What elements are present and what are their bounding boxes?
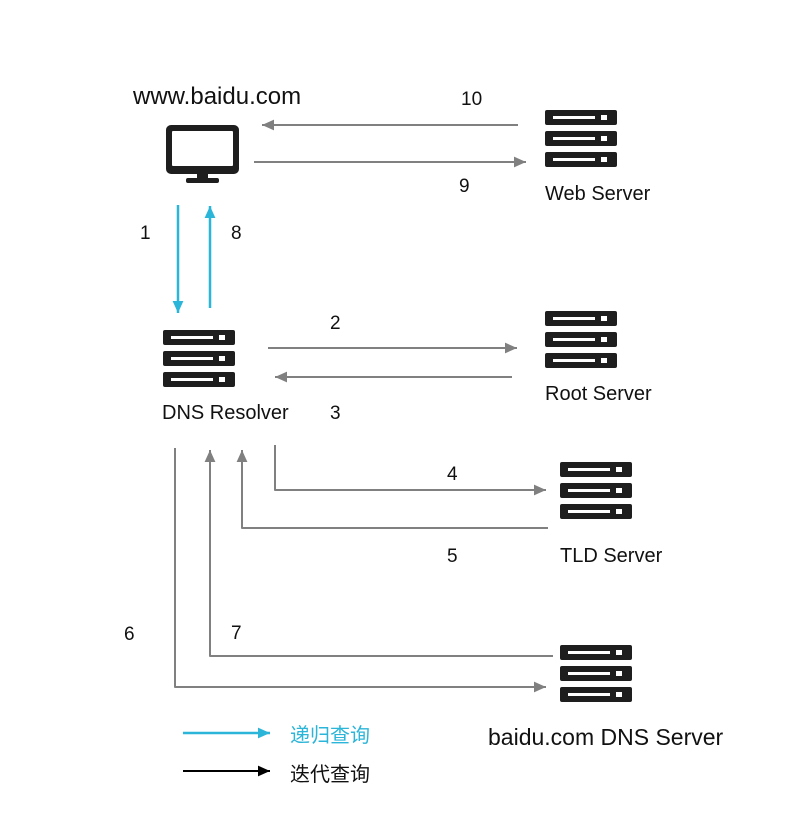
step-5-arrow [236,450,548,529]
step-7-arrow [204,450,553,657]
legend-iterative-label: 迭代查询 [290,763,370,786]
step-3-label: 3 [330,403,341,424]
tld-server-node: TLD Server [560,462,663,567]
step-4-arrow [274,445,546,496]
server-icon [163,330,235,387]
dns-resolver-node: DNS Resolver [162,330,289,424]
server-icon [545,311,617,368]
step-8-label: 8 [231,223,242,244]
web-server-label: Web Server [545,183,651,205]
legend-item-iterative: 迭代查询 [183,763,370,786]
legend: 递归查询 迭代查询 [183,724,370,786]
server-icon [560,462,632,519]
step-5-label: 5 [447,546,458,567]
web-server-node: Web Server [545,110,651,205]
step-7-label: 7 [231,623,242,644]
legend-recursive-label: 递归查询 [290,724,370,747]
client-node: www.baidu.com [132,83,301,183]
step-6-arrow [174,448,546,693]
step-10-label: 10 [461,89,482,110]
root-server-node: Root Server [545,311,652,405]
step-4-label: 4 [447,464,458,485]
authoritative-server-node: baidu.com DNS Server [488,645,724,750]
step-6-label: 6 [124,624,135,645]
step-9-label: 9 [459,176,470,197]
client-label: www.baidu.com [132,83,301,110]
step-2-label: 2 [330,313,341,334]
legend-item-recursive: 递归查询 [183,724,370,747]
server-icon [560,645,632,702]
authoritative-server-label: baidu.com DNS Server [488,724,724,750]
step-1-label: 1 [140,223,151,244]
server-icon [545,110,617,167]
monitor-icon [166,125,239,183]
root-server-label: Root Server [545,383,652,405]
tld-server-label: TLD Server [560,545,663,567]
dns-resolver-label: DNS Resolver [162,402,289,424]
